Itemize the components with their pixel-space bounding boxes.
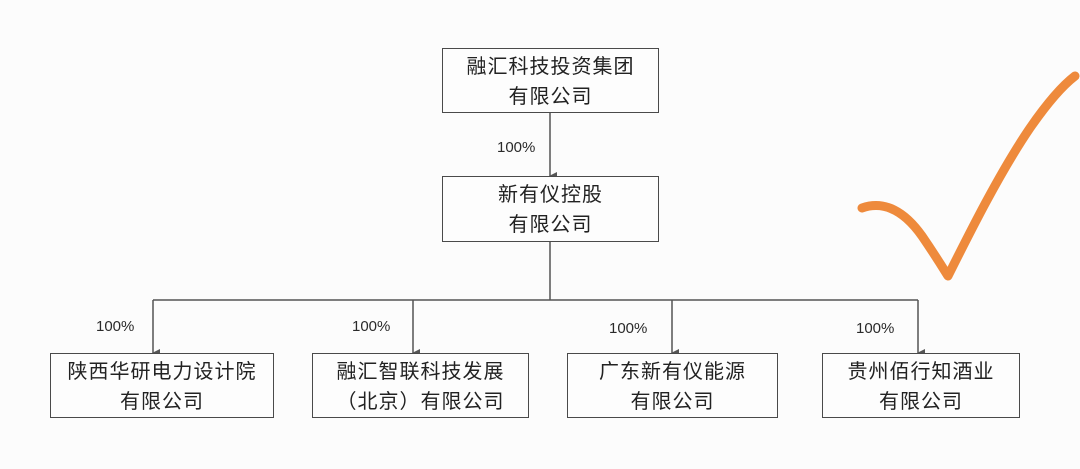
node-child1-line2: 有限公司 — [120, 388, 204, 413]
node-child3-line2: 有限公司 — [630, 388, 715, 413]
node-child3-line1: 广东新有仪能源 — [599, 358, 746, 383]
node-top-line2: 有限公司 — [508, 83, 593, 108]
node-child4-line2: 有限公司 — [879, 388, 963, 413]
node-mid-line1: 新有仪控股 — [498, 182, 603, 206]
edge-label-mid-to-child3: 100% — [609, 320, 648, 337]
node-top: 融汇科技投资集团 有限公司 — [442, 48, 659, 113]
node-child4-line1: 贵州佰行知酒业 — [847, 358, 995, 383]
node-mid: 新有仪控股 有限公司 — [442, 176, 659, 242]
node-child1: 陕西华研电力设计院 有限公司 — [50, 353, 274, 418]
edge-label-mid-to-child2: 100% — [352, 318, 391, 335]
node-child3: 广东新有仪能源 有限公司 — [567, 353, 778, 418]
node-mid-line2: 有限公司 — [508, 212, 593, 236]
node-child2-line2: （北京）有限公司 — [336, 388, 505, 413]
node-child2: 融汇智联科技发展 （北京）有限公司 — [312, 353, 529, 418]
node-child1-line1: 陕西华研电力设计院 — [67, 358, 257, 383]
node-top-line1: 融汇科技投资集团 — [466, 53, 635, 78]
edge-label-mid-to-child1: 100% — [96, 318, 135, 335]
edge-label-top-to-mid: 100% — [497, 139, 536, 156]
node-child4: 贵州佰行知酒业 有限公司 — [822, 353, 1020, 418]
edge-label-mid-to-child4: 100% — [856, 320, 895, 337]
node-child2-line1: 融汇智联科技发展 — [336, 358, 505, 383]
